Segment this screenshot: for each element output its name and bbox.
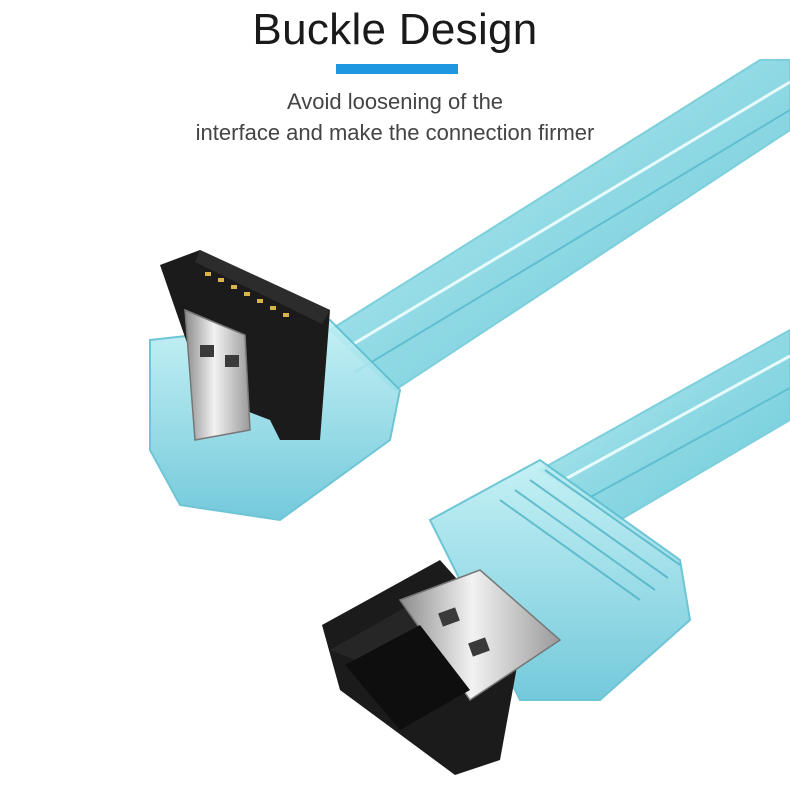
subtitle: Avoid loosening of the interface and mak… [0,86,790,148]
subtitle-line-1: Avoid loosening of the [286,89,504,114]
upper-cable [328,59,790,392]
straight-connector [322,458,692,775]
page-title: Buckle Design [252,5,538,54]
connector-pins [205,272,289,317]
right-angle-connector [149,250,402,522]
subtitle-line-2: interface and make the connection firmer [195,120,595,145]
title-accent-bar [336,64,458,74]
text-overlay: Buckle Design Avoid loosening of the int… [0,0,790,160]
